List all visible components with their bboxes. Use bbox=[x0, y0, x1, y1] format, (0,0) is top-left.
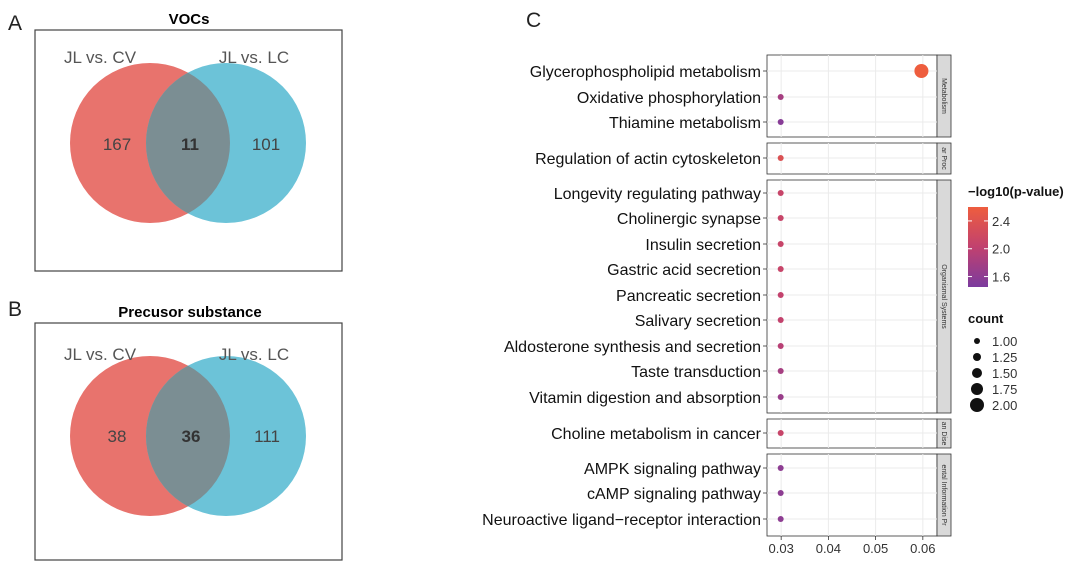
y-tick-label: Pancreatic secretion bbox=[616, 288, 761, 305]
color-legend-tick-label: 2.0 bbox=[992, 242, 1010, 257]
y-tick-label: Glycerophospholipid metabolism bbox=[530, 64, 761, 81]
y-tick-label: Insulin secretion bbox=[645, 237, 761, 254]
color-legend-tick-label: 1.6 bbox=[992, 270, 1010, 285]
color-legend-ticks: 2.4 2.0 1.6 bbox=[968, 214, 1010, 285]
venn-vocs-right-only: 101 bbox=[252, 135, 280, 154]
bubble-chart: Metabolism Glycerophospholipid metabolism… bbox=[482, 54, 952, 556]
facet-4: an Dise Choline metabolism in cancer bbox=[551, 418, 952, 449]
color-legend-title: −log10(p-value) bbox=[968, 184, 1064, 199]
size-legend-key bbox=[973, 353, 981, 361]
data-point bbox=[914, 64, 929, 78]
x-tick-label: 0.05 bbox=[863, 541, 888, 556]
data-point bbox=[777, 215, 784, 221]
venn-precursor-frame bbox=[34, 322, 343, 561]
venn-precursor-overlap bbox=[146, 356, 230, 516]
data-point bbox=[777, 317, 784, 323]
size-legend-label: 1.00 bbox=[992, 334, 1017, 349]
venn-precursor-left-only: 38 bbox=[108, 427, 127, 446]
facet-panel bbox=[766, 179, 938, 414]
venn-precursor-left-set-label: JL vs. CV bbox=[64, 345, 137, 364]
facet-strip-label: ar Proc bbox=[940, 147, 947, 170]
y-tick-label: cAMP signaling pathway bbox=[587, 486, 761, 503]
y-tick-label: Salivary secretion bbox=[635, 313, 761, 330]
size-legend-title: count bbox=[968, 311, 1004, 326]
venn-vocs-frame bbox=[34, 29, 343, 272]
venn-precursor-title: Precusor substance bbox=[118, 304, 261, 321]
y-tick-label: Regulation of actin cytoskeleton bbox=[535, 151, 761, 168]
size-legend-key bbox=[972, 368, 982, 378]
data-point bbox=[777, 241, 784, 247]
y-tick-label: Taste transduction bbox=[631, 364, 761, 381]
data-point bbox=[777, 292, 784, 298]
facet-5: ental Information Pr AMPK signaling pathw… bbox=[482, 453, 952, 537]
y-tick-label: Longevity regulating pathway bbox=[554, 186, 761, 203]
y-tick-label: Oxidative phosphorylation bbox=[577, 90, 761, 107]
color-legend-bar bbox=[968, 207, 988, 287]
y-tick-label: AMPK signaling pathway bbox=[584, 461, 761, 478]
venn-precursor-right-only: 111 bbox=[254, 427, 280, 446]
size-legend-key bbox=[971, 383, 983, 395]
data-point bbox=[777, 155, 784, 161]
data-point bbox=[777, 94, 784, 100]
panel-label-a: A bbox=[8, 12, 22, 35]
y-tick-label: Aldosterone synthesis and secretion bbox=[504, 339, 761, 356]
data-point bbox=[777, 119, 784, 125]
venn-vocs-circles bbox=[70, 63, 306, 223]
data-point bbox=[777, 394, 784, 400]
venn-precursor-circles bbox=[70, 356, 306, 516]
venn-vocs: VOCs JL vs. CV JL vs. LC 167 11 101 bbox=[34, 11, 343, 272]
facet-strip bbox=[936, 179, 952, 414]
x-tick-label: 0.03 bbox=[769, 541, 794, 556]
facet-strip-label: an Dise bbox=[940, 422, 947, 446]
facet-panel bbox=[766, 54, 938, 138]
data-point bbox=[777, 368, 784, 374]
size-legend-label: 1.50 bbox=[992, 366, 1017, 381]
y-tick-label: Neuroactive ligand−receptor interaction bbox=[482, 512, 761, 529]
size-legend-label: 1.25 bbox=[992, 350, 1017, 365]
facet-strip bbox=[936, 54, 952, 138]
x-tick-label: 0.04 bbox=[816, 541, 841, 556]
venn-vocs-overlap bbox=[146, 63, 230, 223]
venn-vocs-left-only: 167 bbox=[103, 135, 131, 154]
data-point bbox=[777, 343, 784, 349]
venn-precursor-right-set-label: JL vs. LC bbox=[219, 345, 289, 364]
facet-3: Organismal Systems Longevity regulating p… bbox=[504, 179, 952, 414]
panel-label-b: B bbox=[8, 298, 22, 321]
data-point bbox=[777, 430, 784, 436]
facet-strip-label: Organismal Systems bbox=[940, 264, 947, 329]
facet-2: ar Proc Regulation of actin cytoskeleton bbox=[535, 142, 952, 175]
panel-label-c: C bbox=[526, 9, 541, 32]
size-legend-label: 1.75 bbox=[992, 382, 1017, 397]
size-legend: 1.001.251.501.752.00 bbox=[970, 334, 1017, 413]
y-tick-label: Choline metabolism in cancer bbox=[551, 426, 762, 443]
size-legend-label: 2.00 bbox=[992, 398, 1017, 413]
x-tick-label: 0.06 bbox=[910, 541, 935, 556]
y-tick-label: Vitamin digestion and absorption bbox=[529, 390, 761, 407]
venn-vocs-both: 11 bbox=[181, 135, 199, 154]
data-point bbox=[777, 465, 784, 471]
venn-precursor-both: 36 bbox=[182, 427, 201, 446]
data-point bbox=[777, 190, 784, 196]
facet-panel bbox=[766, 453, 938, 537]
venn-precursor: Precusor substance JL vs. CV JL vs. LC 3… bbox=[34, 304, 343, 561]
legend: −log10(p-value) 2.4 2.0 1.6 count 1.001.25… bbox=[968, 184, 1064, 413]
venn-vocs-title: VOCs bbox=[169, 11, 210, 28]
facet-strip-label: ental Information Pr bbox=[940, 464, 947, 526]
y-tick-label: Cholinergic synapse bbox=[617, 211, 761, 228]
data-point bbox=[777, 490, 784, 496]
facet-strip-label: Metabolism bbox=[940, 78, 947, 114]
venn-vocs-right-set-label: JL vs. LC bbox=[219, 48, 289, 67]
facet-1: Metabolism Glycerophospholipid metabolism… bbox=[530, 54, 952, 138]
size-legend-key bbox=[970, 398, 984, 412]
y-tick-label: Thiamine metabolism bbox=[609, 115, 761, 132]
facet-strip bbox=[936, 453, 952, 537]
y-tick-label: Gastric acid secretion bbox=[607, 262, 761, 279]
data-point bbox=[777, 266, 784, 272]
data-point bbox=[777, 516, 784, 522]
color-legend-tick-label: 2.4 bbox=[992, 214, 1010, 229]
size-legend-key bbox=[974, 338, 980, 344]
venn-vocs-left-set-label: JL vs. CV bbox=[64, 48, 137, 67]
